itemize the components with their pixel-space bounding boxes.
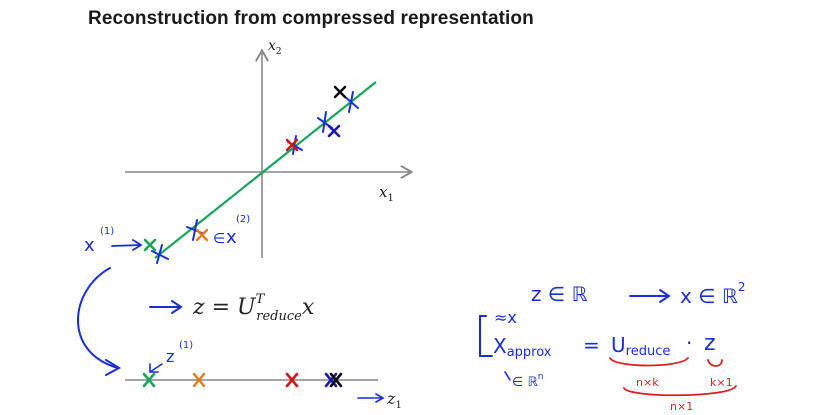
point-blue-2	[317, 111, 333, 133]
equation-arrow	[149, 300, 183, 314]
note-x-in-r2: x ∈ ℝ2	[680, 280, 745, 308]
note-z: z	[704, 331, 716, 356]
z-point-green	[142, 372, 156, 388]
point-darkblue	[327, 124, 341, 138]
note-n-by-k: n×k	[636, 376, 659, 389]
point-red	[285, 138, 299, 152]
point-green	[143, 238, 157, 252]
svg-text:x: x	[84, 235, 95, 256]
projected-points	[151, 91, 359, 264]
note-x-approx: Xapprox	[493, 334, 552, 360]
curved-arrow-head	[105, 359, 122, 376]
point-blue-5	[151, 244, 169, 264]
z-point-orange	[192, 372, 206, 388]
x2-axis-label: x2	[268, 38, 282, 57]
z-point-red	[285, 372, 299, 388]
brace-z	[707, 359, 723, 367]
note-u-reduce: Ureduce	[611, 333, 670, 359]
curved-arrow	[77, 267, 119, 369]
note-dot: ·	[686, 331, 692, 355]
note-k-by-1: k×1	[710, 376, 733, 389]
right-notes: z ∈ ℝ x ∈ ℝ2 ≈x Xapprox = Ureduce · z ∈ …	[479, 280, 745, 390]
slide-title: Reconstruction from compressed represent…	[88, 8, 534, 29]
point-blue-1	[343, 91, 359, 113]
svg-text:(2): (2)	[236, 214, 250, 225]
svg-text:z: z	[166, 347, 174, 366]
z-point-black	[329, 372, 343, 388]
z1-axis-arrow	[357, 393, 385, 403]
point-orange	[195, 228, 209, 242]
label-z1: z (1)	[149, 340, 193, 373]
note-equals: =	[583, 333, 600, 357]
note-approx-x: ≈x	[494, 308, 517, 327]
arrow-to-x1	[111, 239, 143, 251]
z1-axis-label: z1	[386, 389, 402, 411]
label-x2: ∈ x (2)	[213, 214, 250, 248]
note-n-by-1: n×1	[670, 400, 693, 413]
note-z-in-r: z ∈ ℝ	[531, 282, 588, 306]
svg-text:(1): (1)	[100, 226, 114, 237]
svg-text:x: x	[226, 227, 237, 248]
dimension-notes: n×k k×1 n×1	[609, 357, 737, 413]
label-x1: x (1)	[84, 226, 114, 256]
point-black	[333, 85, 347, 99]
note-rn-hook	[504, 371, 511, 381]
note-arrow	[629, 289, 671, 303]
brace-total	[623, 385, 737, 397]
svg-text:∈: ∈	[213, 231, 225, 247]
brace-u	[609, 357, 689, 367]
original-points	[143, 85, 347, 252]
svg-text:(1): (1)	[179, 340, 193, 351]
projection-line	[154, 81, 377, 259]
note-bracket	[479, 315, 493, 357]
note-in-rn: ∈ ℝn	[512, 372, 543, 390]
z-points	[142, 372, 343, 388]
x1-axis-label: x1	[379, 183, 394, 204]
